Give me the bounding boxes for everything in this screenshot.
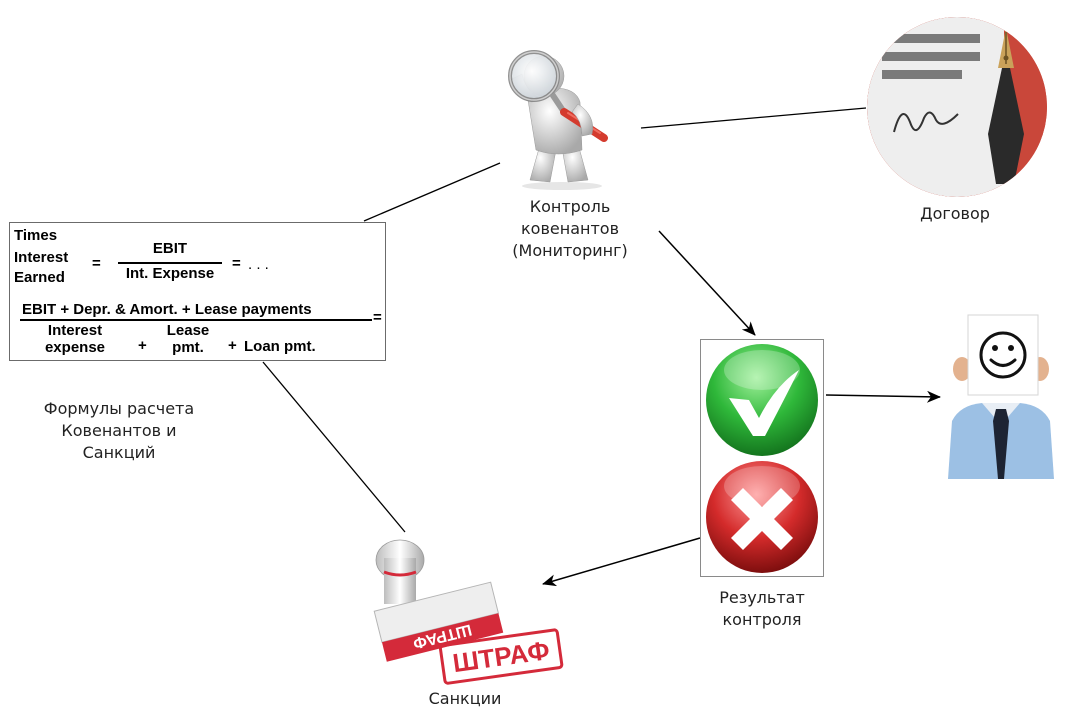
monitoring-label-line3: (Мониторинг) bbox=[512, 241, 628, 260]
monitoring-label-line2: ковенантов bbox=[521, 219, 619, 238]
edge-monitoring-contract bbox=[640, 107, 867, 129]
covenant-formula-box: Times Interest Earned = EBIT Int. Expens… bbox=[9, 222, 386, 361]
edge-result-success bbox=[825, 390, 941, 403]
formulas-label-line1: Формулы расчета bbox=[43, 399, 195, 418]
edge-result-sanctions bbox=[542, 537, 701, 587]
red-cross-icon bbox=[706, 461, 818, 573]
formula-den-loan: Loan pmt. bbox=[244, 338, 316, 355]
green-check-icon bbox=[706, 344, 818, 456]
formula-fraction-line-1 bbox=[118, 262, 222, 264]
result-indicator bbox=[700, 339, 824, 577]
contract-label: Договор bbox=[920, 204, 990, 223]
result-label-line2: контроля bbox=[722, 610, 802, 629]
formula-fraction-line-2 bbox=[20, 319, 372, 321]
edge-monitoring-result bbox=[658, 230, 756, 336]
edge-formulas-monitoring bbox=[363, 162, 501, 222]
formula-ebit: EBIT bbox=[152, 240, 188, 257]
formula-times: Times bbox=[14, 227, 58, 244]
monitoring-label: Контроль ковенантов (Мониторинг) bbox=[507, 196, 633, 262]
formulas-label-line2: Ковенантов и bbox=[61, 421, 177, 440]
formula-eq2: = bbox=[232, 255, 241, 272]
edge-formulas-sanctions bbox=[262, 361, 406, 533]
formula-interest: Interest bbox=[14, 249, 69, 266]
formula-den-lease-1: Lease bbox=[166, 322, 210, 339]
formula-plus2: + bbox=[228, 337, 237, 354]
sanctions-label: Санкции bbox=[428, 689, 502, 708]
formula-eq1: = bbox=[92, 255, 101, 272]
formulas-label-line3: Санкций bbox=[82, 443, 156, 462]
formula-den-interest-1: Interest bbox=[47, 322, 103, 339]
penalty-stamp-icon: ШТРАФ ШТРАФ bbox=[373, 539, 564, 685]
formula-earned: Earned bbox=[14, 269, 65, 286]
formulas-label: Формулы расчета Ковенантов и Санкций bbox=[24, 398, 214, 464]
smiley-person-icon bbox=[948, 314, 1054, 479]
magnifier-person-icon bbox=[508, 50, 608, 190]
formula-numerator: EBIT + Depr. & Amort. + Lease payments bbox=[22, 301, 312, 318]
formula-den-interest-2: expense bbox=[44, 339, 106, 356]
formula-plus1: + bbox=[138, 337, 147, 354]
formula-int-expense: Int. Expense bbox=[125, 265, 215, 282]
formula-eq3: = bbox=[373, 309, 382, 326]
formula-dots: . . . bbox=[248, 256, 269, 273]
result-label-line1: Результат bbox=[719, 588, 805, 607]
result-label: Результат контроля bbox=[702, 587, 822, 631]
contract-pen-icon bbox=[867, 17, 1047, 197]
formula-den-lease-2: pmt. bbox=[172, 339, 204, 356]
monitoring-label-line1: Контроль bbox=[529, 197, 611, 216]
